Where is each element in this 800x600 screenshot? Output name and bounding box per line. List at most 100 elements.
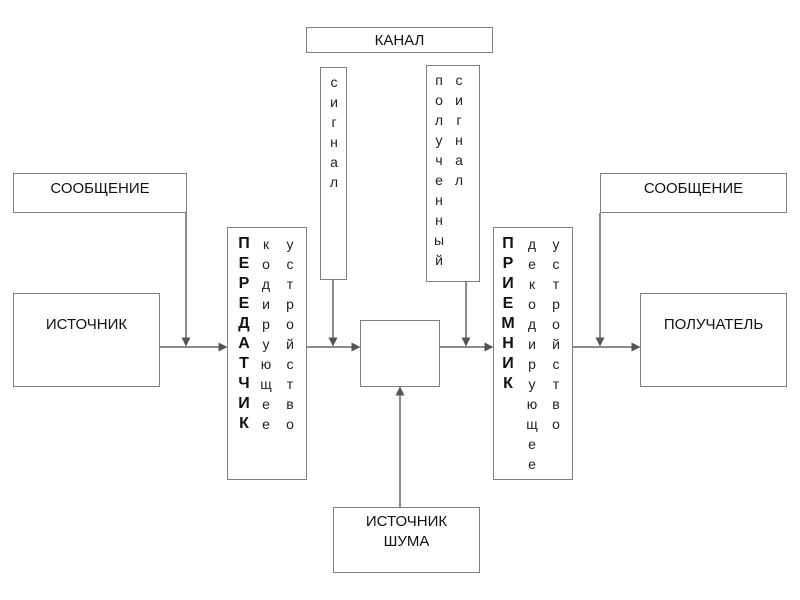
vertical-letter: и	[262, 296, 270, 312]
vertical-letter: А	[238, 335, 250, 352]
recipient-box: ПОЛУЧАТЕЛЬ	[640, 293, 787, 387]
vertical-letter: р	[286, 296, 294, 312]
vertical-letter: Т	[239, 355, 249, 372]
vertical-letter: Н	[502, 335, 514, 352]
message-left-label: СООБЩЕНИЕ	[50, 180, 150, 197]
vertical-letter: е	[262, 396, 270, 412]
vertical-letter: у	[286, 236, 294, 252]
vertical-letter: л	[454, 172, 464, 188]
vertical-letter: Ч	[238, 375, 250, 392]
vertical-letter: р	[262, 316, 270, 332]
vertical-letter: П	[238, 235, 250, 252]
vertical-letter: у	[528, 376, 536, 392]
vertical-letter: и	[330, 94, 338, 110]
vertical-letter: в	[286, 396, 294, 412]
vertical-letter: о	[286, 416, 294, 432]
vertical-letter: т	[286, 376, 294, 392]
vertical-letter: П	[502, 235, 514, 252]
channel-box: КАНАЛ	[306, 27, 493, 53]
vertical-letter: Е	[238, 295, 250, 312]
vertical-letter: ы	[433, 232, 445, 248]
vertical-letter: н	[435, 192, 443, 208]
noise-source-box: ИСТОЧНИК ШУМА	[333, 507, 480, 573]
vertical-letter: ю	[526, 396, 538, 412]
vertical-letter: в	[552, 396, 560, 412]
vertical-letter: И	[502, 275, 514, 292]
channel-center-box	[360, 320, 440, 387]
vertical-letter: Р	[502, 255, 514, 272]
vertical-letter: р	[528, 356, 536, 372]
vertical-letter: д	[527, 316, 537, 332]
vertical-letter: ч	[435, 152, 443, 168]
noise-source-line1: ИСТОЧНИК	[365, 513, 448, 530]
vertical-letter: д	[527, 236, 537, 252]
vertical-letter: л	[329, 174, 339, 190]
vertical-letter: И	[502, 355, 514, 372]
message-right-label: СООБЩЕНИЕ	[643, 180, 744, 197]
vertical-letter: Р	[238, 275, 250, 292]
vertical-letter: е	[528, 436, 536, 452]
vertical-letter: т	[286, 276, 294, 292]
vertical-letter: л	[434, 112, 444, 128]
vertical-letter: о	[262, 256, 270, 272]
vertical-letter: к	[262, 236, 270, 252]
vertical-letter: М	[501, 315, 515, 332]
vertical-letter: а	[330, 154, 338, 170]
vertical-letter: е	[528, 256, 536, 272]
vertical-letter: у	[262, 336, 270, 352]
vertical-letter: й	[286, 336, 294, 352]
vertical-letter: т	[552, 276, 560, 292]
source-label: ИСТОЧНИК	[45, 316, 128, 333]
vertical-letter: И	[238, 395, 250, 412]
vertical-letter: о	[286, 316, 294, 332]
vertical-letter: т	[552, 376, 560, 392]
vertical-letter: с	[552, 256, 560, 272]
recipient-label: ПОЛУЧАТЕЛЬ	[663, 316, 764, 333]
vertical-letter: у	[435, 132, 443, 148]
vertical-letter: к	[528, 276, 536, 292]
vertical-letter: ю	[260, 356, 272, 372]
message-right-box: СООБЩЕНИЕ	[600, 173, 787, 213]
vertical-letter: с	[552, 356, 560, 372]
vertical-letter: р	[552, 296, 560, 312]
vertical-letter: К	[239, 415, 249, 432]
vertical-letter: у	[552, 236, 560, 252]
vertical-letter: и	[455, 92, 463, 108]
vertical-letter: К	[503, 375, 513, 392]
vertical-letter: н	[330, 134, 338, 150]
vertical-letter: е	[435, 172, 443, 188]
vertical-letter: щ	[260, 376, 272, 392]
vertical-letter: и	[528, 336, 536, 352]
vertical-letter: г	[331, 114, 337, 130]
vertical-letter: н	[455, 132, 463, 148]
source-box: ИСТОЧНИК	[13, 293, 160, 387]
vertical-letter: с	[330, 74, 338, 90]
vertical-letter: Е	[238, 255, 250, 272]
vertical-letter: о	[552, 416, 560, 432]
vertical-letter: с	[286, 356, 294, 372]
vertical-letter: Е	[502, 295, 514, 312]
vertical-letter: н	[435, 212, 443, 228]
vertical-letter: о	[528, 296, 536, 312]
vertical-letter: щ	[526, 416, 538, 432]
vertical-letter: й	[435, 252, 443, 268]
vertical-letter: Д	[238, 315, 250, 332]
vertical-letter: о	[435, 92, 443, 108]
vertical-letter: е	[528, 456, 536, 472]
vertical-letter: с	[286, 256, 294, 272]
vertical-letter: й	[552, 336, 560, 352]
vertical-letter: е	[262, 416, 270, 432]
vertical-letter: п	[435, 72, 443, 88]
